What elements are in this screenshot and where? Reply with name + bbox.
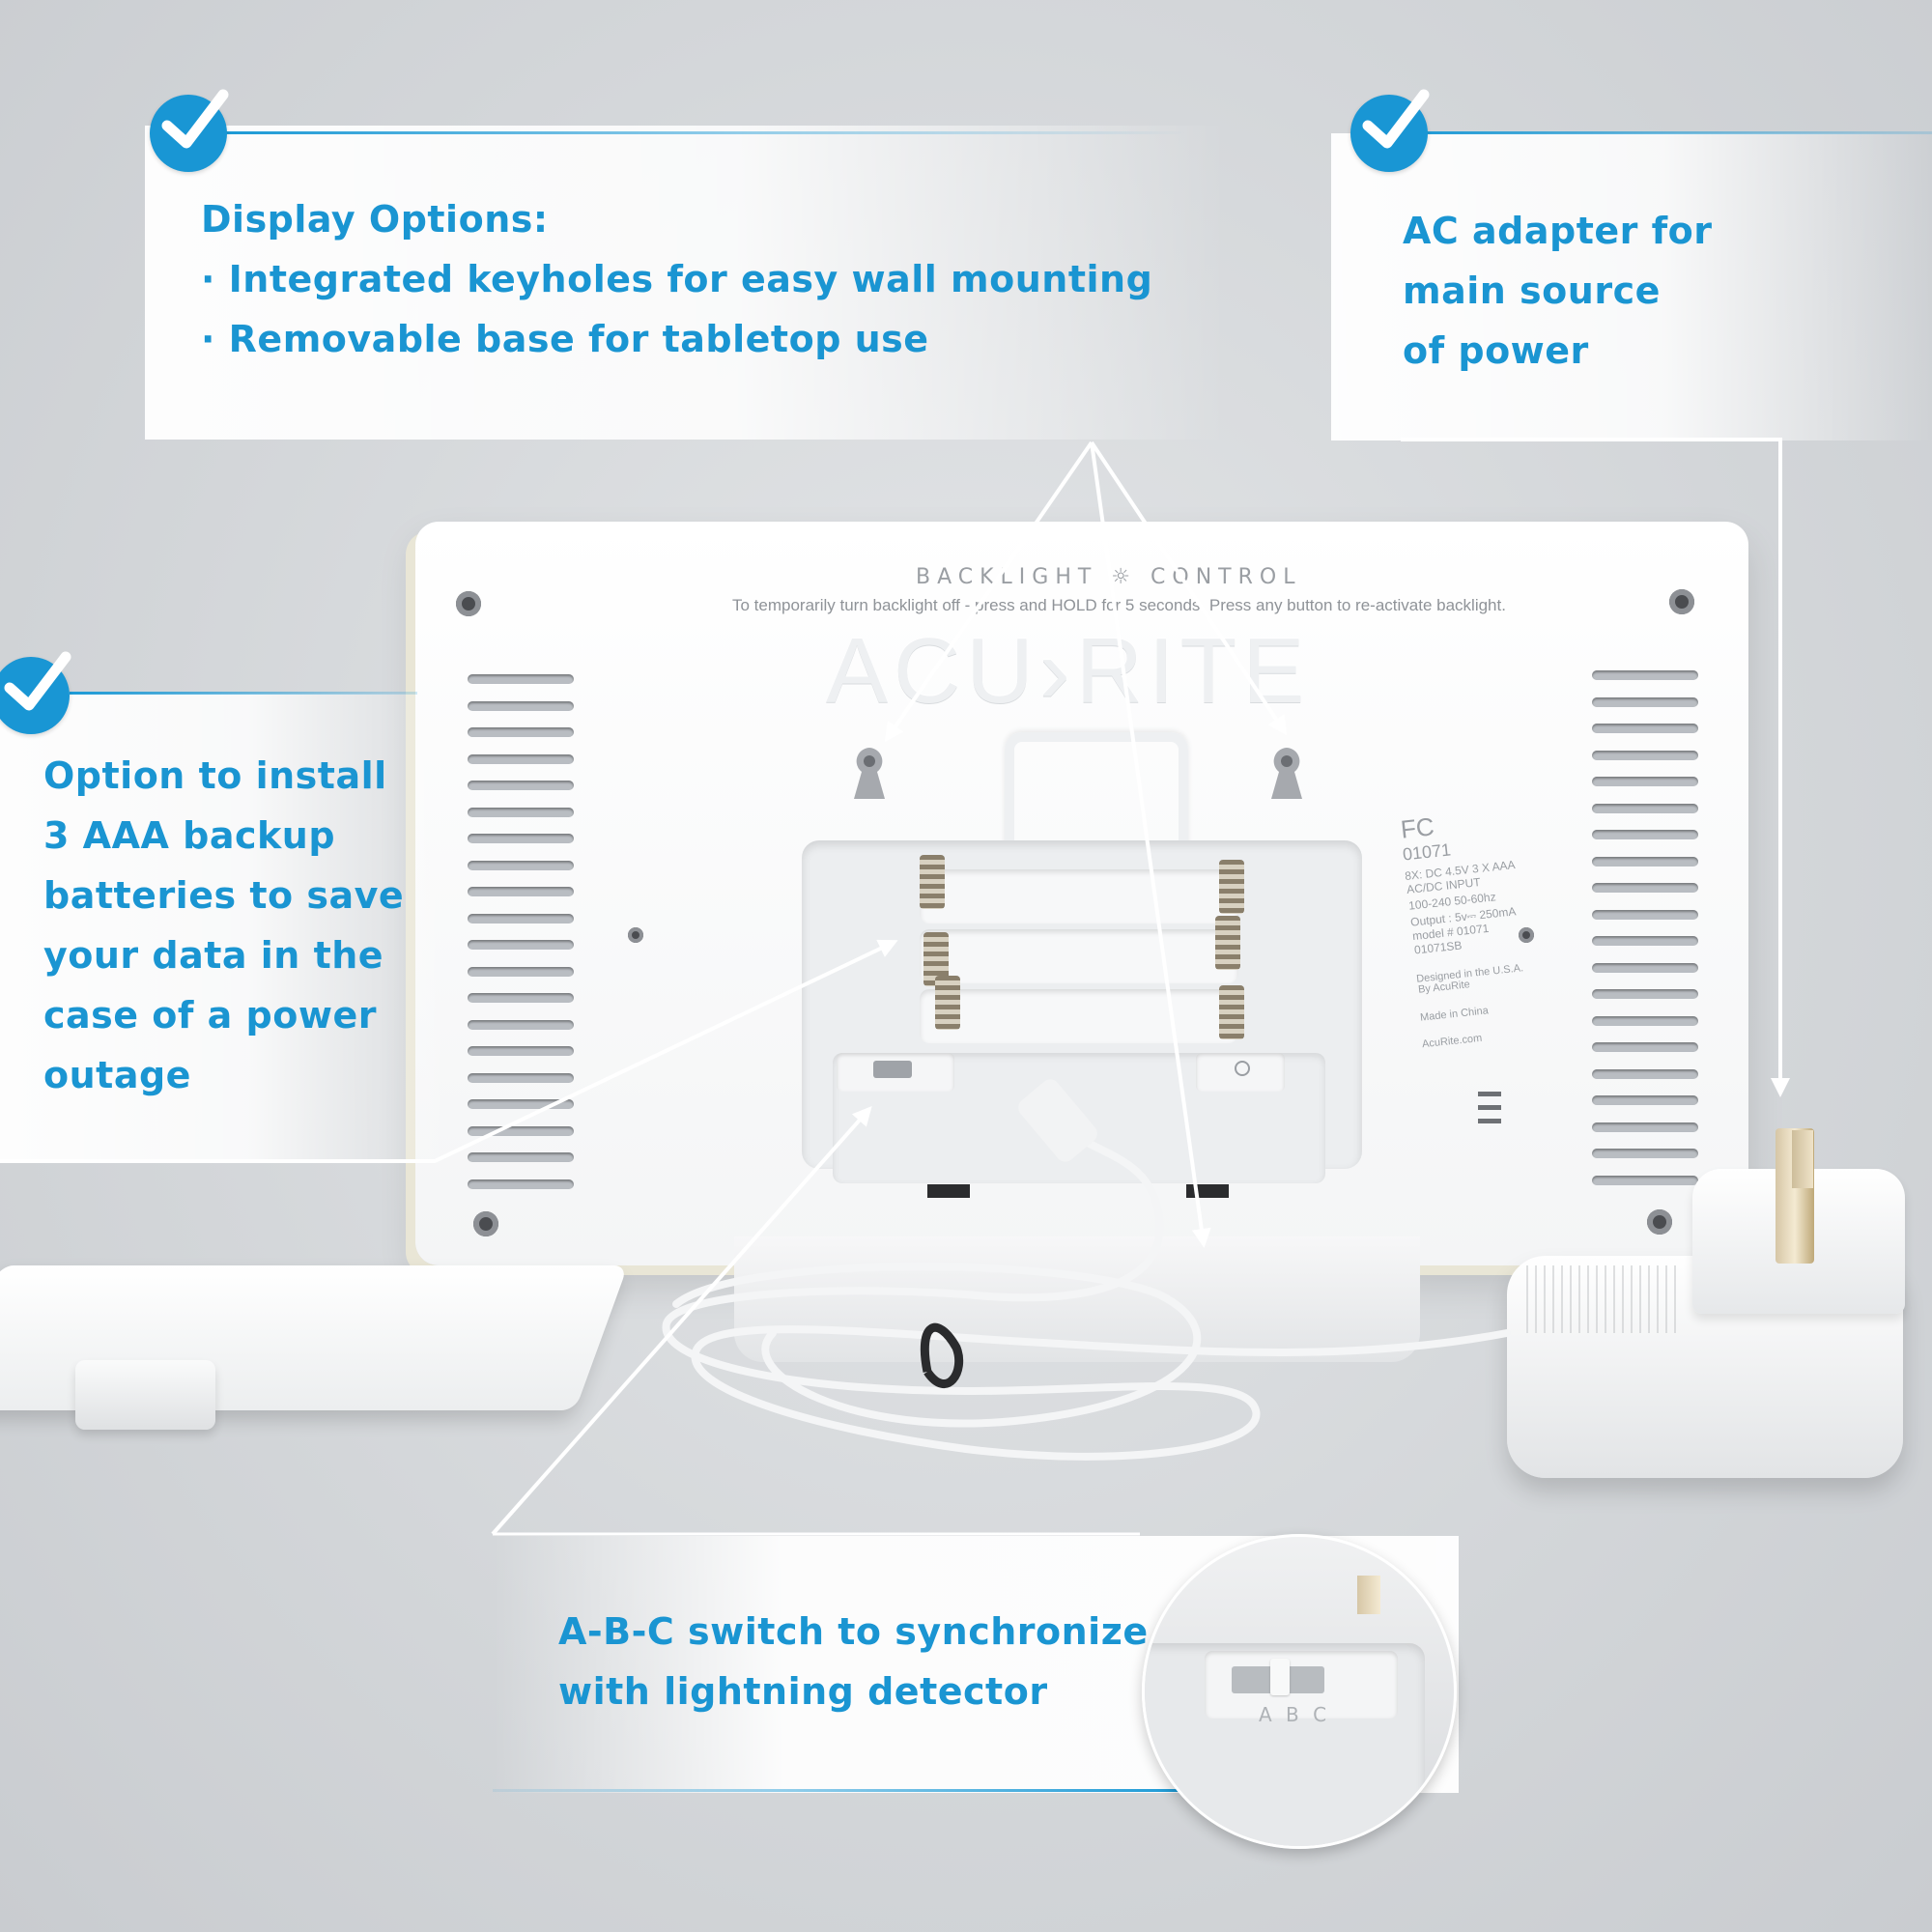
power-cord bbox=[662, 1097, 1511, 1461]
battery-cover-latch bbox=[75, 1360, 215, 1430]
vent-slot bbox=[1592, 962, 1698, 973]
screw-top-left bbox=[456, 591, 481, 616]
vent-slot bbox=[468, 1072, 574, 1083]
battery-spring bbox=[935, 976, 960, 1030]
keyhole-left bbox=[854, 748, 885, 799]
vent-slot bbox=[1592, 1095, 1698, 1105]
abc-switch-line-1: A-B-C switch to synchronize bbox=[558, 1610, 1149, 1653]
vent-slot bbox=[468, 753, 574, 764]
backup-batteries-line-4: your data in the bbox=[43, 934, 384, 977]
vent-slot bbox=[1592, 856, 1698, 867]
ac-adapter-line-2: main source bbox=[1403, 270, 1661, 312]
ac-adapter-line-1: AC adapter for bbox=[1403, 210, 1713, 252]
backup-batteries-line-5: case of a power bbox=[43, 994, 377, 1037]
acurite-embossed-logo: ACU›RITE bbox=[826, 619, 1311, 723]
battery-spring bbox=[1219, 985, 1244, 1039]
display-options-bullet-keyholes: · Integrated keyholes for easy wall moun… bbox=[201, 258, 1153, 300]
vent-slot bbox=[1592, 1175, 1698, 1185]
vent-slot bbox=[468, 674, 574, 684]
vent-slot bbox=[468, 1046, 574, 1056]
ac-adapter-panel bbox=[1331, 133, 1932, 440]
vent-slot bbox=[1592, 1068, 1698, 1079]
vent-slot bbox=[468, 834, 574, 843]
display-options-heading: Display Options: bbox=[201, 198, 549, 241]
vent-slot bbox=[468, 1179, 574, 1189]
backup-batteries-rule bbox=[70, 692, 417, 695]
backlight-control-instruction: To temporarily turn backlight off - pres… bbox=[732, 596, 1506, 614]
vent-slot bbox=[468, 966, 574, 977]
checkmark-icon bbox=[150, 89, 229, 172]
reset-button[interactable] bbox=[1196, 1053, 1285, 1092]
display-options-rule bbox=[222, 131, 1188, 134]
vent-slot bbox=[1592, 724, 1698, 733]
vent-slot bbox=[1592, 803, 1698, 813]
vent-slot bbox=[1592, 750, 1698, 760]
abc-switch-rule bbox=[493, 1789, 1188, 1792]
base-slot-left bbox=[927, 1184, 970, 1198]
battery-spring bbox=[1215, 916, 1240, 970]
vent-slot bbox=[1592, 883, 1698, 893]
checkmark-icon bbox=[1350, 89, 1430, 172]
vent-slot bbox=[1592, 989, 1698, 999]
vent-slot bbox=[468, 913, 574, 923]
display-options-panel bbox=[145, 126, 1227, 440]
vent-slot bbox=[468, 781, 574, 790]
vent-slot bbox=[468, 1125, 574, 1136]
screw-top-right bbox=[1669, 589, 1694, 614]
backup-batteries-panel bbox=[0, 694, 454, 1163]
battery-slot-3 bbox=[920, 989, 1238, 1043]
screw-middle-right bbox=[1519, 927, 1534, 943]
vent-slot bbox=[1592, 777, 1698, 786]
vent-slot bbox=[468, 993, 574, 1003]
screw-middle-left bbox=[628, 927, 643, 943]
backup-batteries-line-6: outage bbox=[43, 1054, 191, 1096]
vent-slot bbox=[468, 940, 574, 950]
screw-bottom-right bbox=[1647, 1209, 1672, 1235]
vent-slot bbox=[1592, 670, 1698, 680]
battery-spring bbox=[920, 855, 945, 909]
ac-adapter-line-3: of power bbox=[1403, 329, 1589, 372]
stand-tab bbox=[1005, 732, 1188, 858]
ac-adapter-rule bbox=[1406, 131, 1932, 134]
checkmark-icon bbox=[0, 651, 71, 734]
vent-slot bbox=[468, 887, 574, 896]
vent-slot bbox=[468, 1152, 574, 1162]
vent-slot bbox=[468, 727, 574, 737]
backup-batteries-line-2: 3 AAA backup bbox=[43, 814, 336, 857]
vent-slot bbox=[468, 1019, 574, 1030]
battery-slot-2 bbox=[920, 929, 1238, 983]
abc-switch-letters: A B C bbox=[1259, 1703, 1331, 1726]
vent-slot bbox=[1592, 1149, 1698, 1158]
vent-slot bbox=[468, 700, 574, 711]
vent-slot bbox=[468, 807, 574, 817]
ac-adapter-rating-label bbox=[1526, 1265, 1681, 1333]
screw-bottom-left bbox=[473, 1211, 498, 1236]
vent-slot bbox=[468, 860, 574, 870]
cord-tie bbox=[920, 1322, 964, 1388]
vent-slot bbox=[1592, 936, 1698, 946]
vent-slot bbox=[1592, 909, 1698, 920]
abc-switch-zoom-inset: A B C bbox=[1142, 1534, 1457, 1849]
vent-slot bbox=[1592, 1122, 1698, 1132]
abc-switch-line-2: with lightning detector bbox=[558, 1670, 1048, 1713]
vent-slot bbox=[468, 1099, 574, 1109]
backlight-control-title: BACKLIGHT ☼ CONTROL bbox=[916, 565, 1302, 589]
vent-slot bbox=[1592, 696, 1698, 707]
ac-adapter-prong bbox=[1792, 1130, 1813, 1188]
abc-switch[interactable] bbox=[837, 1053, 954, 1092]
battery-slot-1 bbox=[920, 869, 1238, 923]
keyhole-right bbox=[1271, 748, 1302, 799]
display-options-bullet-base: · Removable base for tabletop use bbox=[201, 318, 929, 360]
cord-connector bbox=[1018, 1079, 1097, 1162]
battery-spring bbox=[1219, 860, 1244, 914]
vent-slot bbox=[1592, 830, 1698, 839]
speaker-grille bbox=[1478, 1092, 1501, 1130]
vent-slot bbox=[1592, 1015, 1698, 1026]
backup-batteries-line-3: batteries to save bbox=[43, 874, 405, 917]
vent-slot bbox=[1592, 1042, 1698, 1052]
backup-batteries-line-1: Option to install bbox=[43, 754, 387, 797]
